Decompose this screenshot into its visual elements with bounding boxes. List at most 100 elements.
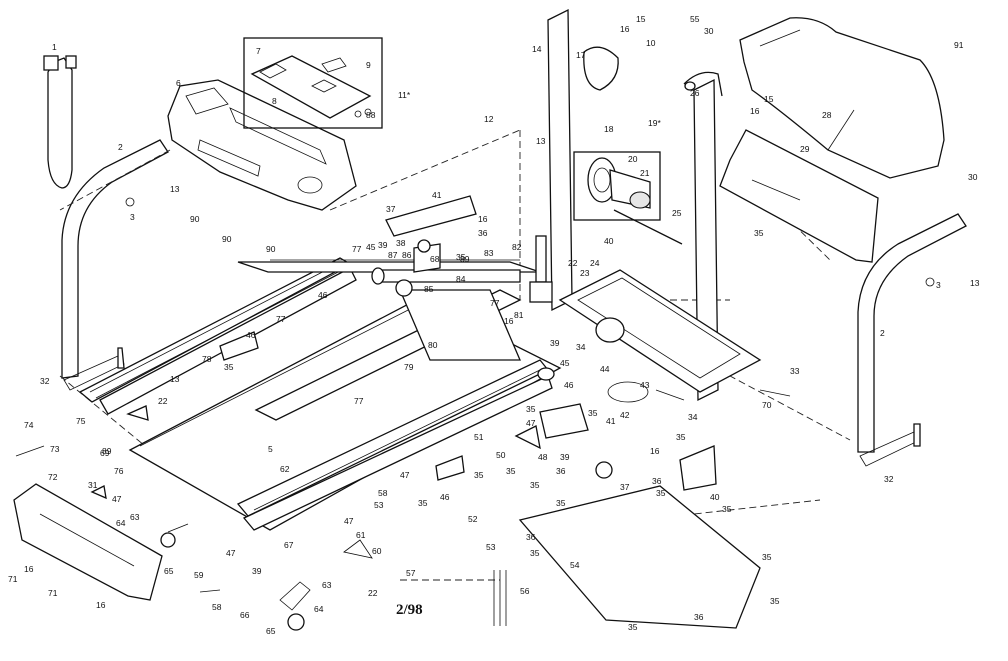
part-label: 36 xyxy=(652,476,662,486)
part-label: 51 xyxy=(474,432,484,442)
motor-hood xyxy=(739,17,945,179)
part-label: 5 xyxy=(268,444,273,454)
part-label: 37 xyxy=(386,204,396,214)
part-label: 90 xyxy=(190,214,200,224)
part-label: 39 xyxy=(378,240,388,250)
part-label: 56 xyxy=(520,586,530,596)
part-label: 16 xyxy=(750,106,760,116)
part-label: 35 xyxy=(224,362,234,372)
part-label: 10 xyxy=(646,38,656,48)
part-label: 28 xyxy=(822,110,832,120)
part-label: 29 xyxy=(800,144,810,154)
part-label: 89 xyxy=(460,254,470,264)
part-label: 73 xyxy=(50,444,60,454)
part-label: 35 xyxy=(456,252,466,262)
part-label: 22 xyxy=(158,396,168,406)
left-handrail xyxy=(61,139,169,391)
part-label: 62 xyxy=(280,464,290,474)
part-label: 80 xyxy=(428,340,438,350)
part-label: 25 xyxy=(672,208,682,218)
part-label: 24 xyxy=(590,258,600,268)
part-label: 35 xyxy=(588,408,598,418)
part-label: 61 xyxy=(356,530,366,540)
part-label: 35 xyxy=(754,228,764,238)
part-label: 18 xyxy=(604,124,614,134)
part-label: 35 xyxy=(762,552,772,562)
part-label: 40 xyxy=(604,236,614,246)
part-label: 55 xyxy=(690,14,700,24)
part-label: 46 xyxy=(318,290,328,300)
part-label: 84 xyxy=(456,274,466,284)
part-label: 35 xyxy=(526,404,536,414)
part-label: 66 xyxy=(240,610,250,620)
part-label: 59 xyxy=(194,570,204,580)
part-label: 47 xyxy=(344,516,354,526)
part-label: 21 xyxy=(640,168,650,178)
part-label: 36 xyxy=(526,532,536,542)
part-label: 16 xyxy=(96,600,106,610)
part-label: 47 xyxy=(226,548,236,558)
part-number-labels: 12233567891011*1213131313141515161616161… xyxy=(8,14,980,636)
part-label: 77 xyxy=(354,396,364,406)
part-label: 32 xyxy=(884,474,894,484)
part-label: 89 xyxy=(102,446,112,456)
part-label: 75 xyxy=(76,416,86,426)
part-label: 47 xyxy=(526,418,536,428)
part-label: 13 xyxy=(536,136,546,146)
part-label: 54 xyxy=(570,560,580,570)
part-label: 35 xyxy=(628,622,638,632)
part-label: 70 xyxy=(762,400,772,410)
part-label: 77 xyxy=(352,244,362,254)
right-handrail xyxy=(857,213,967,467)
part-label: 39 xyxy=(560,452,570,462)
part-label: 87 xyxy=(388,250,398,260)
part-label: 79 xyxy=(404,362,414,372)
part-label: 9 xyxy=(366,60,371,70)
part-label: 52 xyxy=(468,514,478,524)
part-label: 35 xyxy=(506,466,516,476)
part-label: 57 xyxy=(406,568,416,578)
part-label: 47 xyxy=(400,470,410,480)
part-label: 30 xyxy=(968,172,978,182)
part-label: 88 xyxy=(366,110,376,120)
rear-roller xyxy=(537,367,649,403)
part-label: 77 xyxy=(276,314,286,324)
small-parts xyxy=(15,195,935,631)
part-label: 53 xyxy=(374,500,384,510)
console-detail-box xyxy=(243,37,383,129)
part-label: 58 xyxy=(212,602,222,612)
part-label: 42 xyxy=(620,410,630,420)
part-label: 13 xyxy=(970,278,980,288)
part-label: 90 xyxy=(266,244,276,254)
part-label: 8 xyxy=(272,96,277,106)
right-side-rail xyxy=(236,359,553,531)
part-label: 41 xyxy=(432,190,442,200)
part-label: 36 xyxy=(478,228,488,238)
part-label: 69 xyxy=(100,448,110,458)
part-label: 35 xyxy=(656,488,666,498)
left-side-rail xyxy=(78,257,357,415)
part-label: 91 xyxy=(954,40,964,50)
part-label: 39 xyxy=(252,566,262,576)
part-label: 86 xyxy=(402,250,412,260)
part-label: 3 xyxy=(130,212,135,222)
part-label: 35 xyxy=(530,480,540,490)
date-code: 2/98 xyxy=(396,602,423,618)
part-label: 65 xyxy=(164,566,174,576)
part-label: 63 xyxy=(130,512,140,522)
part-label: 31 xyxy=(88,480,98,490)
part-label: 74 xyxy=(24,420,34,430)
part-label: 46 xyxy=(246,330,256,340)
part-label: 39 xyxy=(550,338,560,348)
part-label: 3 xyxy=(936,280,941,290)
part-label: 13 xyxy=(170,184,180,194)
part-label: 72 xyxy=(48,472,58,482)
part-label: 60 xyxy=(372,546,382,556)
part-label: 45 xyxy=(560,358,570,368)
part-label: 46 xyxy=(564,380,574,390)
part-label: 35 xyxy=(722,504,732,514)
part-label: 7 xyxy=(256,46,261,56)
part-label: 68 xyxy=(430,254,440,264)
